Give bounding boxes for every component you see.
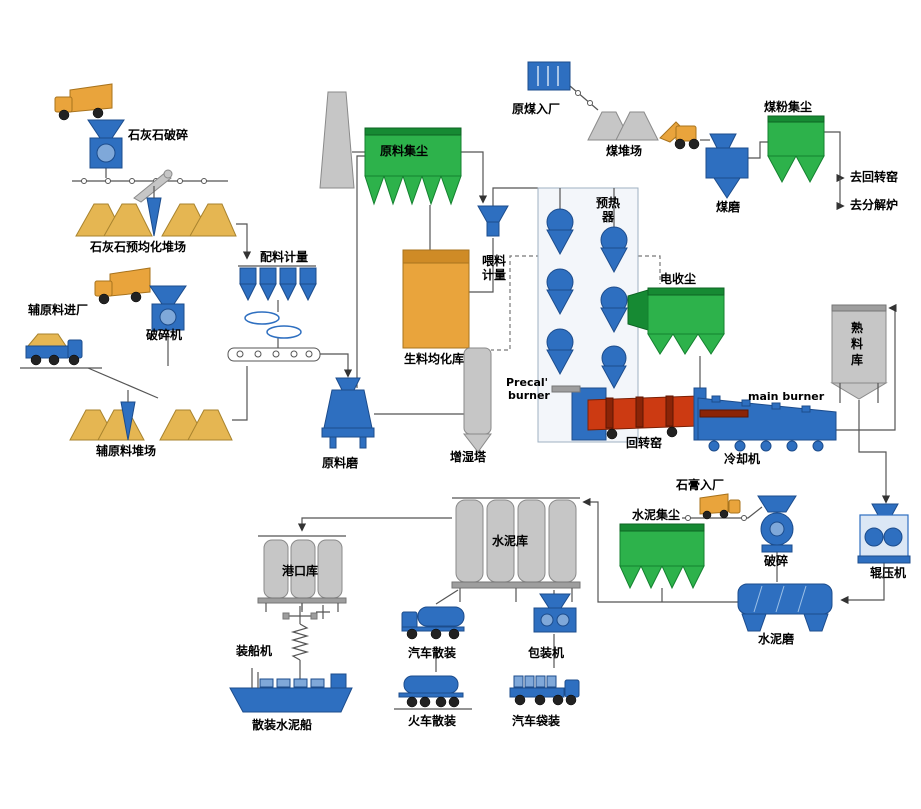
raw-material-baghouse [364, 127, 462, 206]
aux-dump-truck [94, 267, 151, 305]
label-limestone-preblending: 石灰石预均化堆场 [90, 240, 187, 254]
coal-yard-piles [587, 111, 659, 141]
packing-machine [533, 593, 577, 633]
limestone-dump-truck [54, 83, 113, 121]
chimney [319, 91, 355, 189]
label-precal-burner-line2: burner [508, 389, 550, 402]
label-feeding-line1: 喂料 [482, 254, 507, 268]
ship-loader-machine [282, 605, 330, 661]
batching-hoppers [239, 267, 317, 339]
bagged-cement-truck [509, 675, 580, 706]
label-feeding-line2: 计量 [482, 268, 507, 282]
label-esp: 电收尘 [660, 272, 697, 286]
bulk-cement-ship [229, 668, 353, 713]
stacker-boom [133, 169, 173, 203]
electrostatic-precipitator [627, 287, 725, 355]
aux-crusher [149, 285, 187, 331]
label-crusher-machine: 破碎机 [146, 328, 183, 342]
humidifying-tower [462, 347, 492, 453]
gypsum-crusher [757, 495, 797, 553]
label-clinker-silo: 熟料库 [851, 321, 864, 367]
label-aux-yard: 辅原料堆场 [96, 444, 157, 458]
cement-silos [451, 497, 581, 602]
coal-mill-machine [705, 133, 749, 199]
bulk-rail-tanker [394, 675, 472, 710]
label-truck-bag: 汽车袋装 [512, 714, 561, 728]
label-gypsum-entry: 石膏入厂 [676, 478, 725, 492]
precalciner-burner-pipe [551, 385, 581, 393]
label-raw-coal-entry: 原煤入厂 [512, 102, 561, 116]
label-roller-press: 辊压机 [870, 566, 907, 580]
aux-material-piles [69, 390, 233, 441]
gypsum-truck [699, 493, 741, 520]
label-truck-bulk: 汽车散装 [408, 646, 457, 660]
label-precal-burner-line1: Precal' [506, 376, 549, 389]
label-crushing: 破碎 [764, 554, 789, 568]
port-silos [257, 535, 347, 612]
label-port-silo: 港口库 [282, 564, 319, 578]
label-coal-mill: 煤磨 [716, 200, 741, 214]
label-preheater-line1: 预热 [596, 196, 621, 210]
label-coal-yard: 煤堆场 [606, 144, 643, 158]
label-raw-mill: 原料磨 [322, 456, 359, 470]
label-to-calciner: 去分解炉 [850, 198, 899, 212]
label-preheater-line2: 器 [602, 210, 615, 224]
coal-entry-crusher [527, 61, 571, 91]
limestone-piles [75, 186, 237, 237]
label-raw-dust: 原料集尘 [380, 144, 429, 158]
label-humidifier: 增湿塔 [450, 450, 487, 464]
label-to-kiln: 去回转窑 [850, 170, 899, 184]
label-ship-loader: 装船机 [236, 644, 273, 658]
main-burner-pipe [699, 409, 749, 418]
clinker-silo-structure [830, 304, 888, 403]
cement-dust-baghouse [619, 523, 705, 590]
cement-ball-mill [737, 583, 833, 632]
label-cement-mill: 水泥磨 [758, 632, 795, 646]
raw-mill-machine [321, 377, 375, 449]
label-train-bulk: 火车散装 [408, 714, 457, 728]
label-cooler: 冷却机 [724, 452, 761, 466]
label-cement-silo: 水泥库 [492, 534, 529, 548]
label-rotary-kiln: 回转窑 [626, 436, 663, 450]
label-raw-meal-silo: 生料均化库 [404, 352, 465, 366]
wheel-loader [659, 121, 700, 150]
limestone-crusher [87, 119, 125, 169]
label-batching: 配料计量 [260, 250, 309, 264]
label-packer: 包装机 [528, 646, 565, 660]
label-aux-entry: 辅原料进厂 [28, 303, 89, 317]
coal-dust-baghouse [767, 115, 825, 184]
label-limestone-crushing: 石灰石破碎 [128, 128, 189, 142]
rotary-kiln-cylinder [587, 395, 699, 440]
feed-metering-hopper [477, 205, 509, 237]
bulk-tank-truck [401, 606, 465, 640]
label-cement-dust: 水泥集尘 [632, 508, 681, 522]
aux-flatbed-truck [25, 333, 83, 366]
label-bulk-ship: 散装水泥船 [252, 718, 313, 732]
label-main-burner: main burner [748, 390, 825, 403]
label-coal-dust: 煤粉集尘 [764, 100, 813, 114]
roller-press-machine [857, 503, 911, 564]
raw-meal-homogenizing-silo [402, 249, 470, 349]
